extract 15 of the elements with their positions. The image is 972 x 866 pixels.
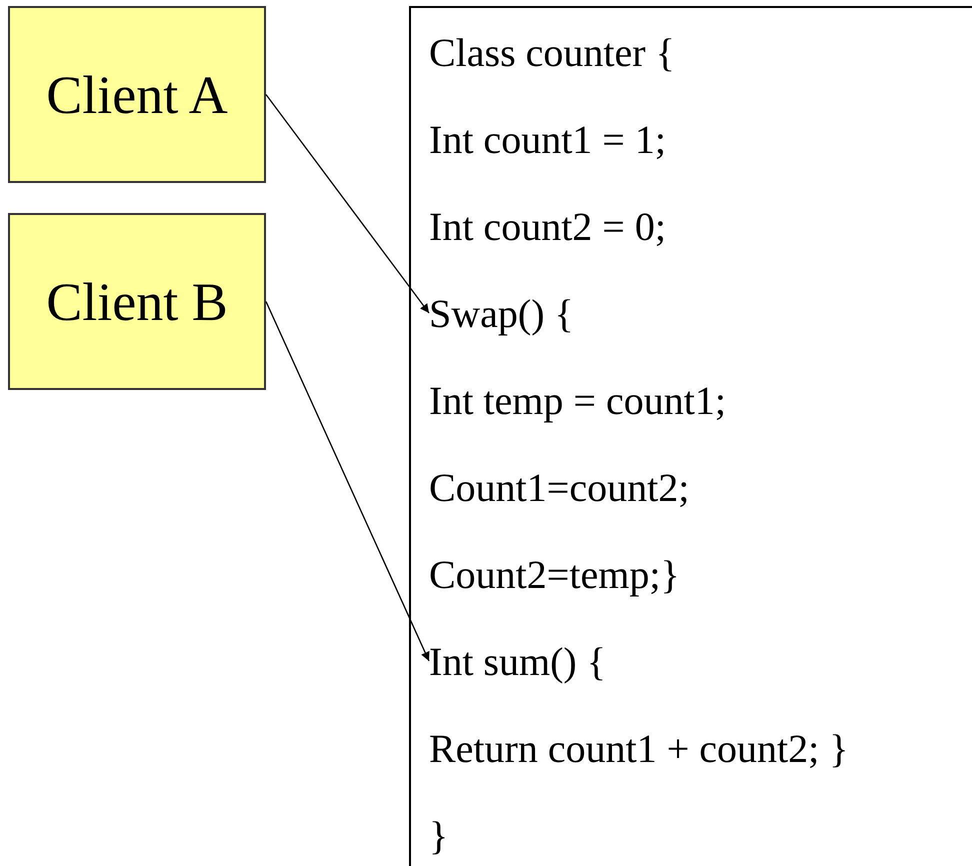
- client-box: Client B: [8, 213, 266, 390]
- code-line: Int count1 = 1;: [429, 113, 666, 165]
- code-panel: [409, 6, 972, 866]
- code-line: Count1=count2;: [429, 461, 690, 513]
- code-line: Swap() {: [429, 287, 574, 339]
- code-line: Int sum() {: [429, 635, 606, 687]
- code-line: Int temp = count1;: [429, 374, 726, 426]
- code-line: Return count1 + count2; }: [429, 722, 848, 774]
- client-box: Client A: [8, 6, 266, 183]
- code-line: }: [429, 809, 448, 861]
- arrow: [265, 301, 430, 662]
- arrow: [265, 94, 430, 314]
- code-line: Class counter {: [429, 26, 675, 78]
- code-line: Count2=temp;}: [429, 548, 680, 600]
- code-line: Int count2 = 0;: [429, 200, 666, 252]
